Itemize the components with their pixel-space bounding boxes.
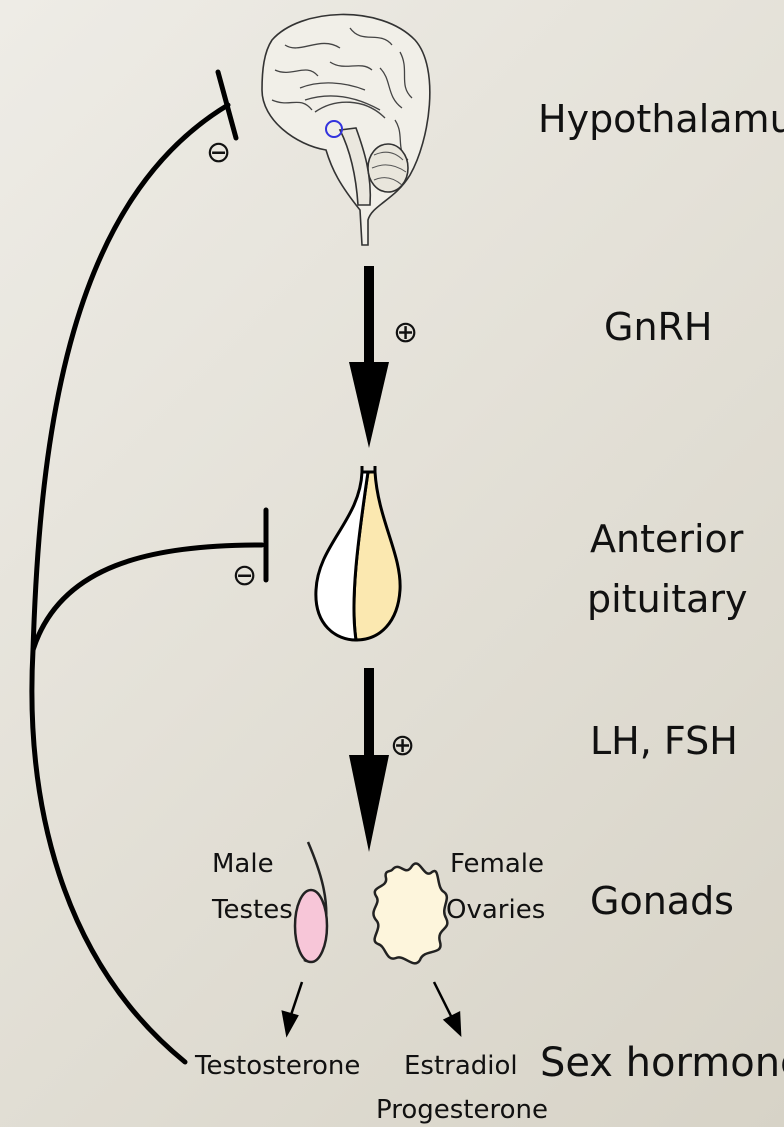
- label-testes: Testes: [211, 895, 293, 925]
- testes-shape: [295, 890, 327, 962]
- arrow-gnrh-head: [349, 362, 389, 448]
- arrow-ovaries-head: [445, 1013, 460, 1034]
- feedback-line-to-pituitary: [33, 545, 262, 650]
- arrow-gnrh-shaft: [364, 266, 374, 376]
- pituitary-illustration: [316, 466, 400, 640]
- label-gnrh: GnRH: [604, 305, 713, 349]
- arrow-lh-fsh-shaft: [364, 668, 374, 768]
- inhibit-symbol-pituitary: ⊖: [232, 558, 257, 593]
- stimulate-symbol-lh-fsh: ⊕: [390, 728, 415, 763]
- stimulate-symbol-gnrh: ⊕: [393, 315, 418, 350]
- feedback-line-to-hypothalamus: [32, 105, 228, 1062]
- arrow-lh-fsh-head: [349, 755, 389, 852]
- label-male: Male: [212, 849, 274, 879]
- label-estradiol: Estradiol: [404, 1051, 518, 1081]
- arrow-ovaries-to-estradiol: [434, 982, 452, 1018]
- arrow-testes-head: [283, 1012, 297, 1034]
- label-progesterone: Progesterone: [376, 1095, 548, 1125]
- label-anterior-line2: pituitary: [587, 577, 748, 621]
- inhibit-bar-hypothalamus: [218, 72, 236, 138]
- label-anterior-line1: Anterior: [590, 517, 744, 561]
- ovaries-illustration: [373, 864, 447, 964]
- arrow-lh-fsh: [349, 668, 389, 852]
- arrow-gnrh: [349, 266, 389, 448]
- label-lh-fsh: LH, FSH: [590, 719, 738, 763]
- label-sex-hormones: Sex hormones: [540, 1040, 784, 1086]
- label-hypothalamus: Hypothalamus: [538, 97, 784, 141]
- arrow-testes-to-testosterone: [290, 982, 302, 1018]
- testes-illustration: [295, 842, 327, 962]
- inhibit-symbol-hypothalamus: ⊖: [206, 135, 231, 170]
- brain-illustration: [262, 14, 430, 245]
- label-gonads: Gonads: [590, 879, 734, 923]
- label-female: Female: [450, 849, 544, 879]
- label-testosterone: Testosterone: [194, 1051, 360, 1081]
- label-ovaries: Ovaries: [446, 895, 545, 925]
- arrows-to-hormones: [283, 982, 460, 1034]
